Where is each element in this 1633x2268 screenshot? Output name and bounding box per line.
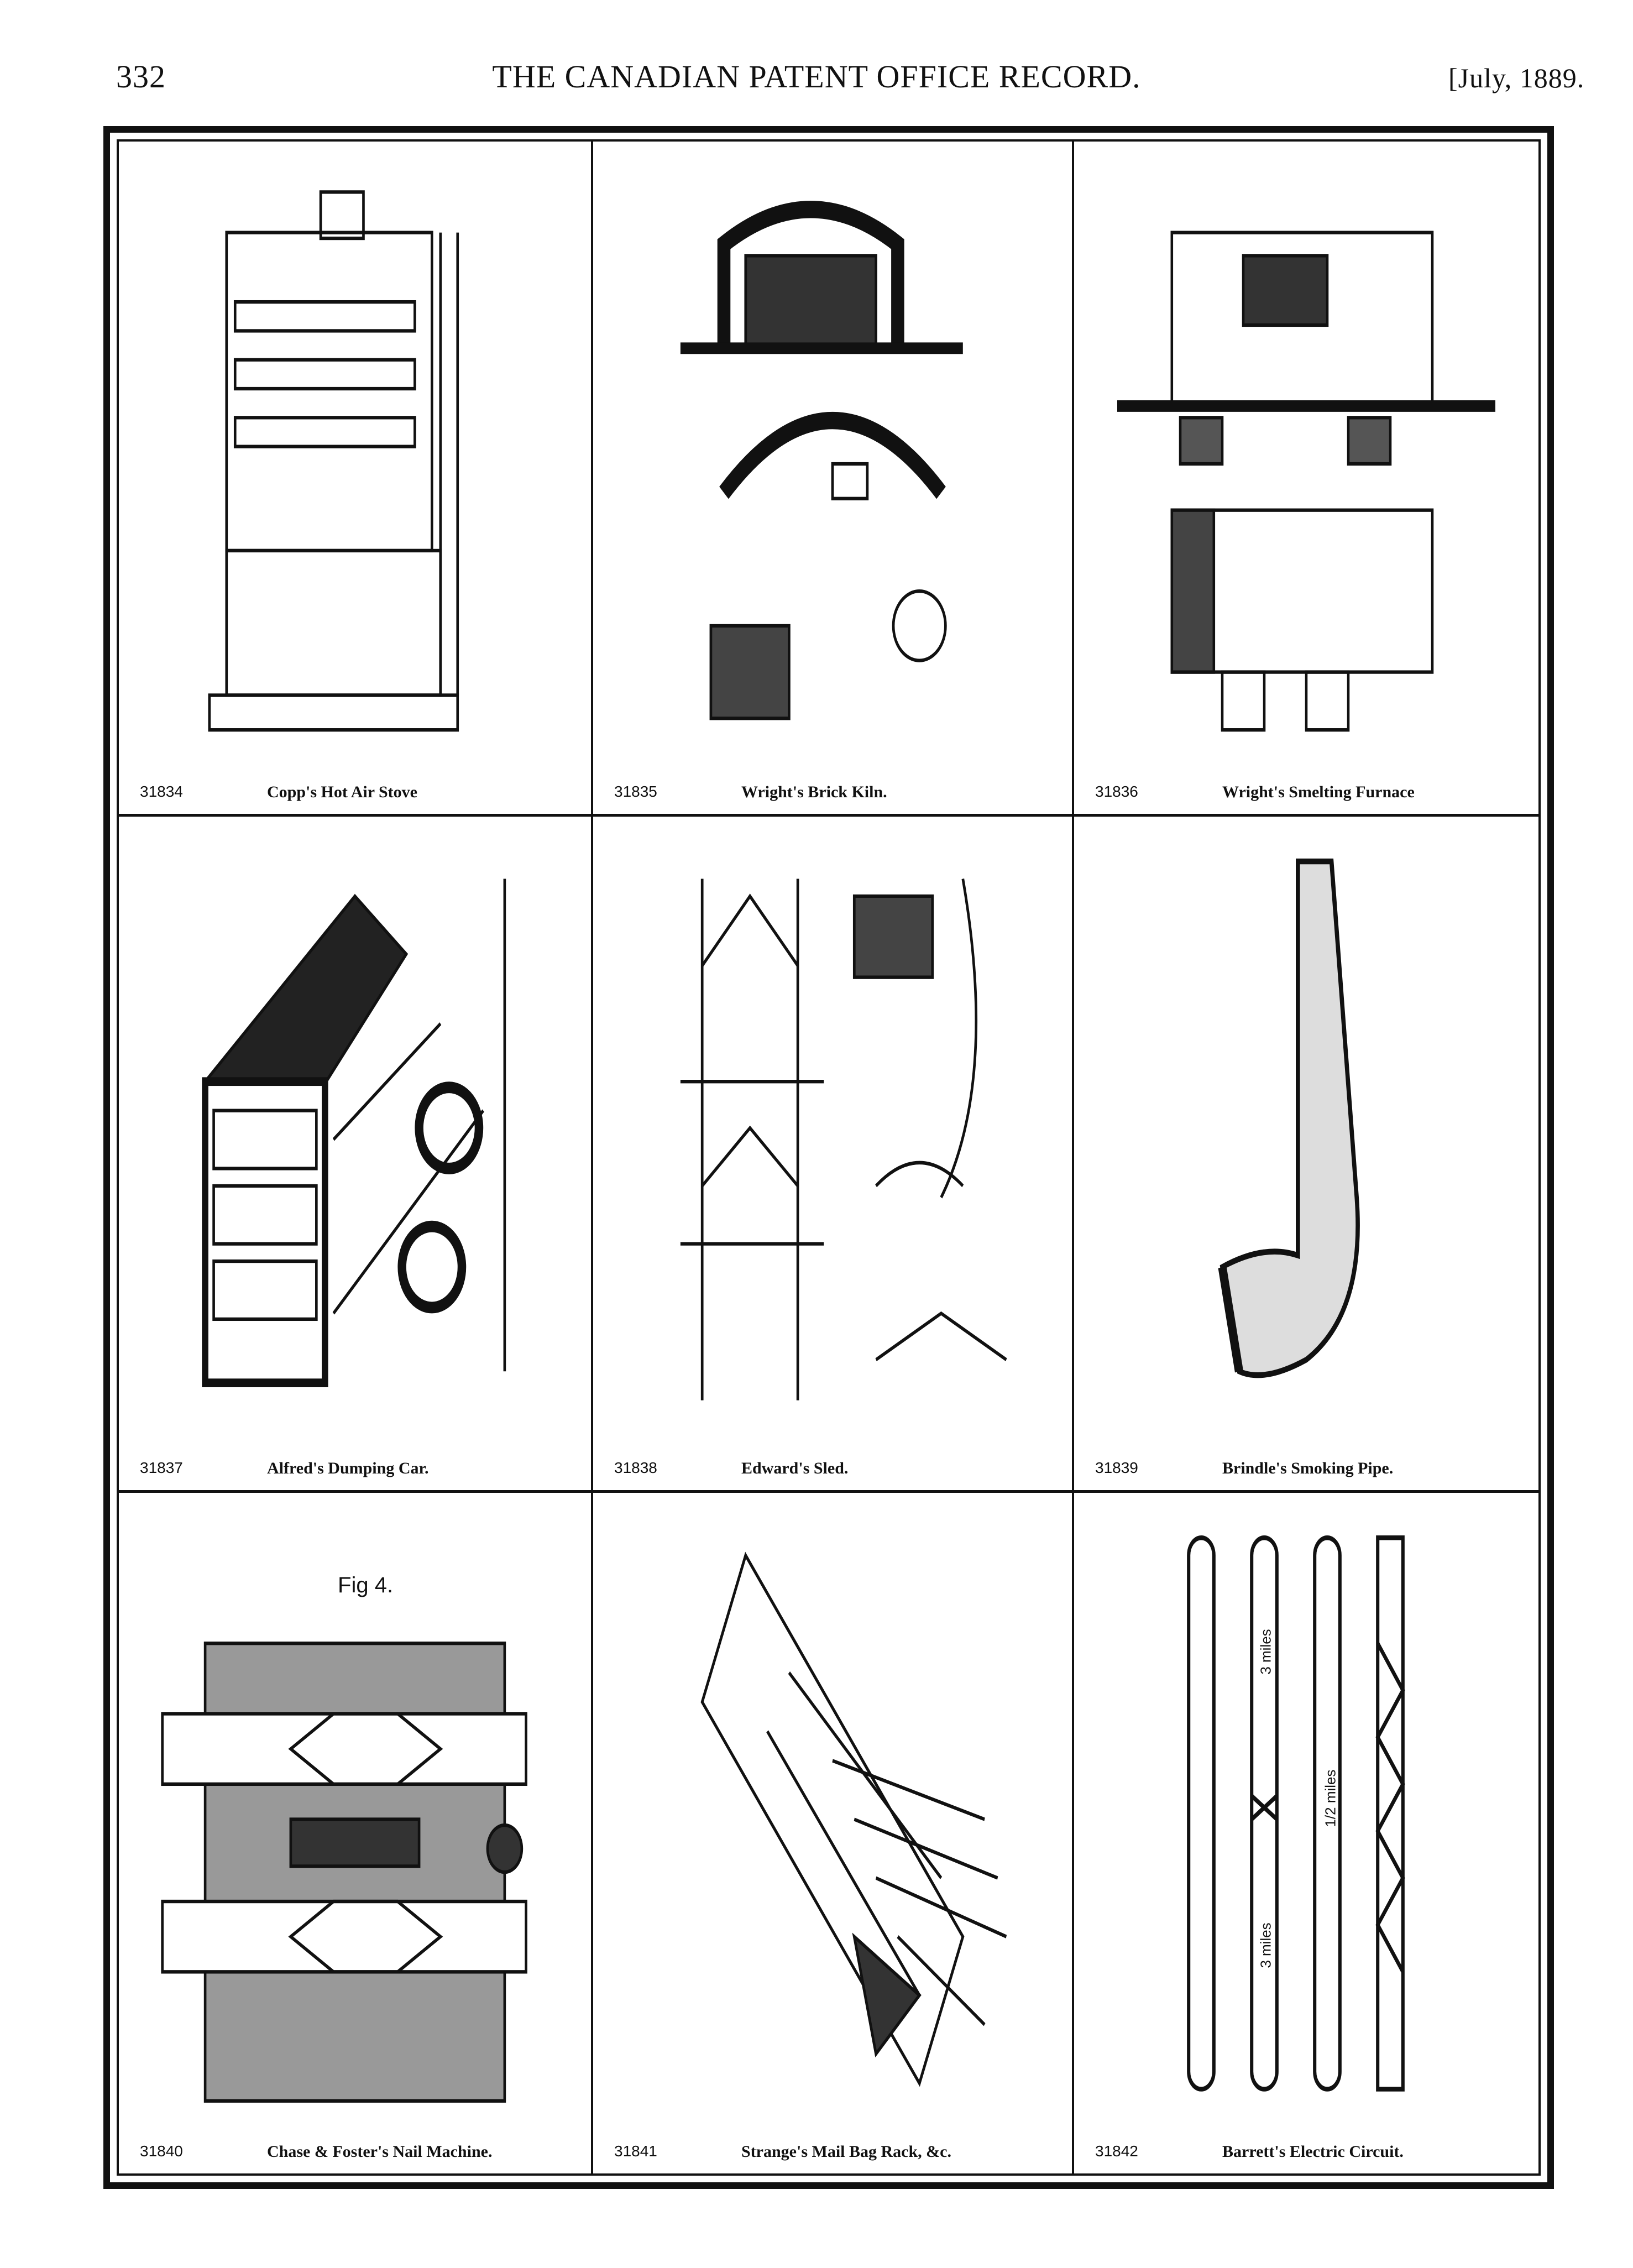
page-title: THE CANADIAN PATENT OFFICE RECORD.	[492, 59, 1141, 95]
patent-cell: 31837 Alfred's Dumping Car.	[119, 817, 593, 1493]
patent-grid: 31834 Copp's Hot Air Stove 31835 Wright's …	[117, 139, 1541, 2176]
patent-cell: 31836 Wright's Smelting Furnace	[1074, 142, 1538, 817]
patent-cell: 3 miles 1/2 miles 3 miles 31842 Barrett's…	[1074, 1493, 1538, 2173]
patent-number: 31841	[614, 2142, 657, 2160]
figure-label: 1/2 miles	[1322, 1769, 1339, 1827]
patent-title: Alfred's Dumping Car.	[267, 1459, 429, 1477]
figure-label: Fig 4.	[338, 1572, 394, 1597]
issue-date: [July, 1889.	[1448, 62, 1585, 93]
patent-number: 31842	[1095, 2142, 1138, 2160]
figure-label: 3 miles	[1257, 1629, 1274, 1675]
patent-cell: 31835 Wright's Brick Kiln.	[593, 142, 1074, 817]
smoking-pipe-drawing	[1096, 850, 1516, 1429]
patent-cell: 31841 Strange's Mail Bag Rack, &c.	[593, 1493, 1074, 2173]
patent-title: Strange's Mail Bag Rack, &c.	[741, 2142, 951, 2161]
figure-label: 3 miles	[1257, 1922, 1274, 1968]
patent-cell: 31838 Edward's Sled.	[593, 817, 1074, 1493]
smelting-furnace-drawing	[1096, 175, 1516, 753]
electric-circuit-drawing: 3 miles 1/2 miles 3 miles	[1096, 1526, 1516, 2113]
brick-kiln-drawing	[615, 175, 1050, 753]
patent-number: 31838	[614, 1459, 657, 1476]
patent-number: 31836	[1095, 783, 1138, 800]
patent-cell: 31834 Copp's Hot Air Stove	[119, 142, 593, 817]
patent-number: 31835	[614, 783, 657, 800]
patent-title: Wright's Smelting Furnace	[1222, 783, 1415, 801]
dumping-car-drawing	[141, 850, 569, 1429]
patent-cell: 31839 Brindle's Smoking Pipe.	[1074, 817, 1538, 1493]
patent-number: 31839	[1095, 1459, 1138, 1476]
sled-drawing	[615, 850, 1050, 1429]
patent-number: 31834	[140, 783, 183, 800]
patent-number: 31840	[140, 2142, 183, 2160]
plate-frame: 31834 Copp's Hot Air Stove 31835 Wright's …	[103, 126, 1554, 2189]
patent-cell: Fig 4. 31840 Chase & Foster's Nail Machin…	[119, 1493, 593, 2173]
stove-drawing	[141, 175, 569, 753]
page-number: 332	[116, 59, 166, 95]
patent-title: Barrett's Electric Circuit.	[1222, 2142, 1404, 2161]
patent-title: Copp's Hot Air Stove	[267, 783, 417, 801]
patent-title: Wright's Brick Kiln.	[741, 783, 887, 801]
patent-title: Brindle's Smoking Pipe.	[1222, 1459, 1394, 1477]
patent-title: Chase & Foster's Nail Machine.	[267, 2142, 493, 2161]
patent-title: Edward's Sled.	[741, 1459, 849, 1477]
nail-machine-drawing: Fig 4.	[141, 1526, 569, 2113]
mail-bag-rack-drawing	[615, 1526, 1050, 2113]
patent-number: 31837	[140, 1459, 183, 1476]
